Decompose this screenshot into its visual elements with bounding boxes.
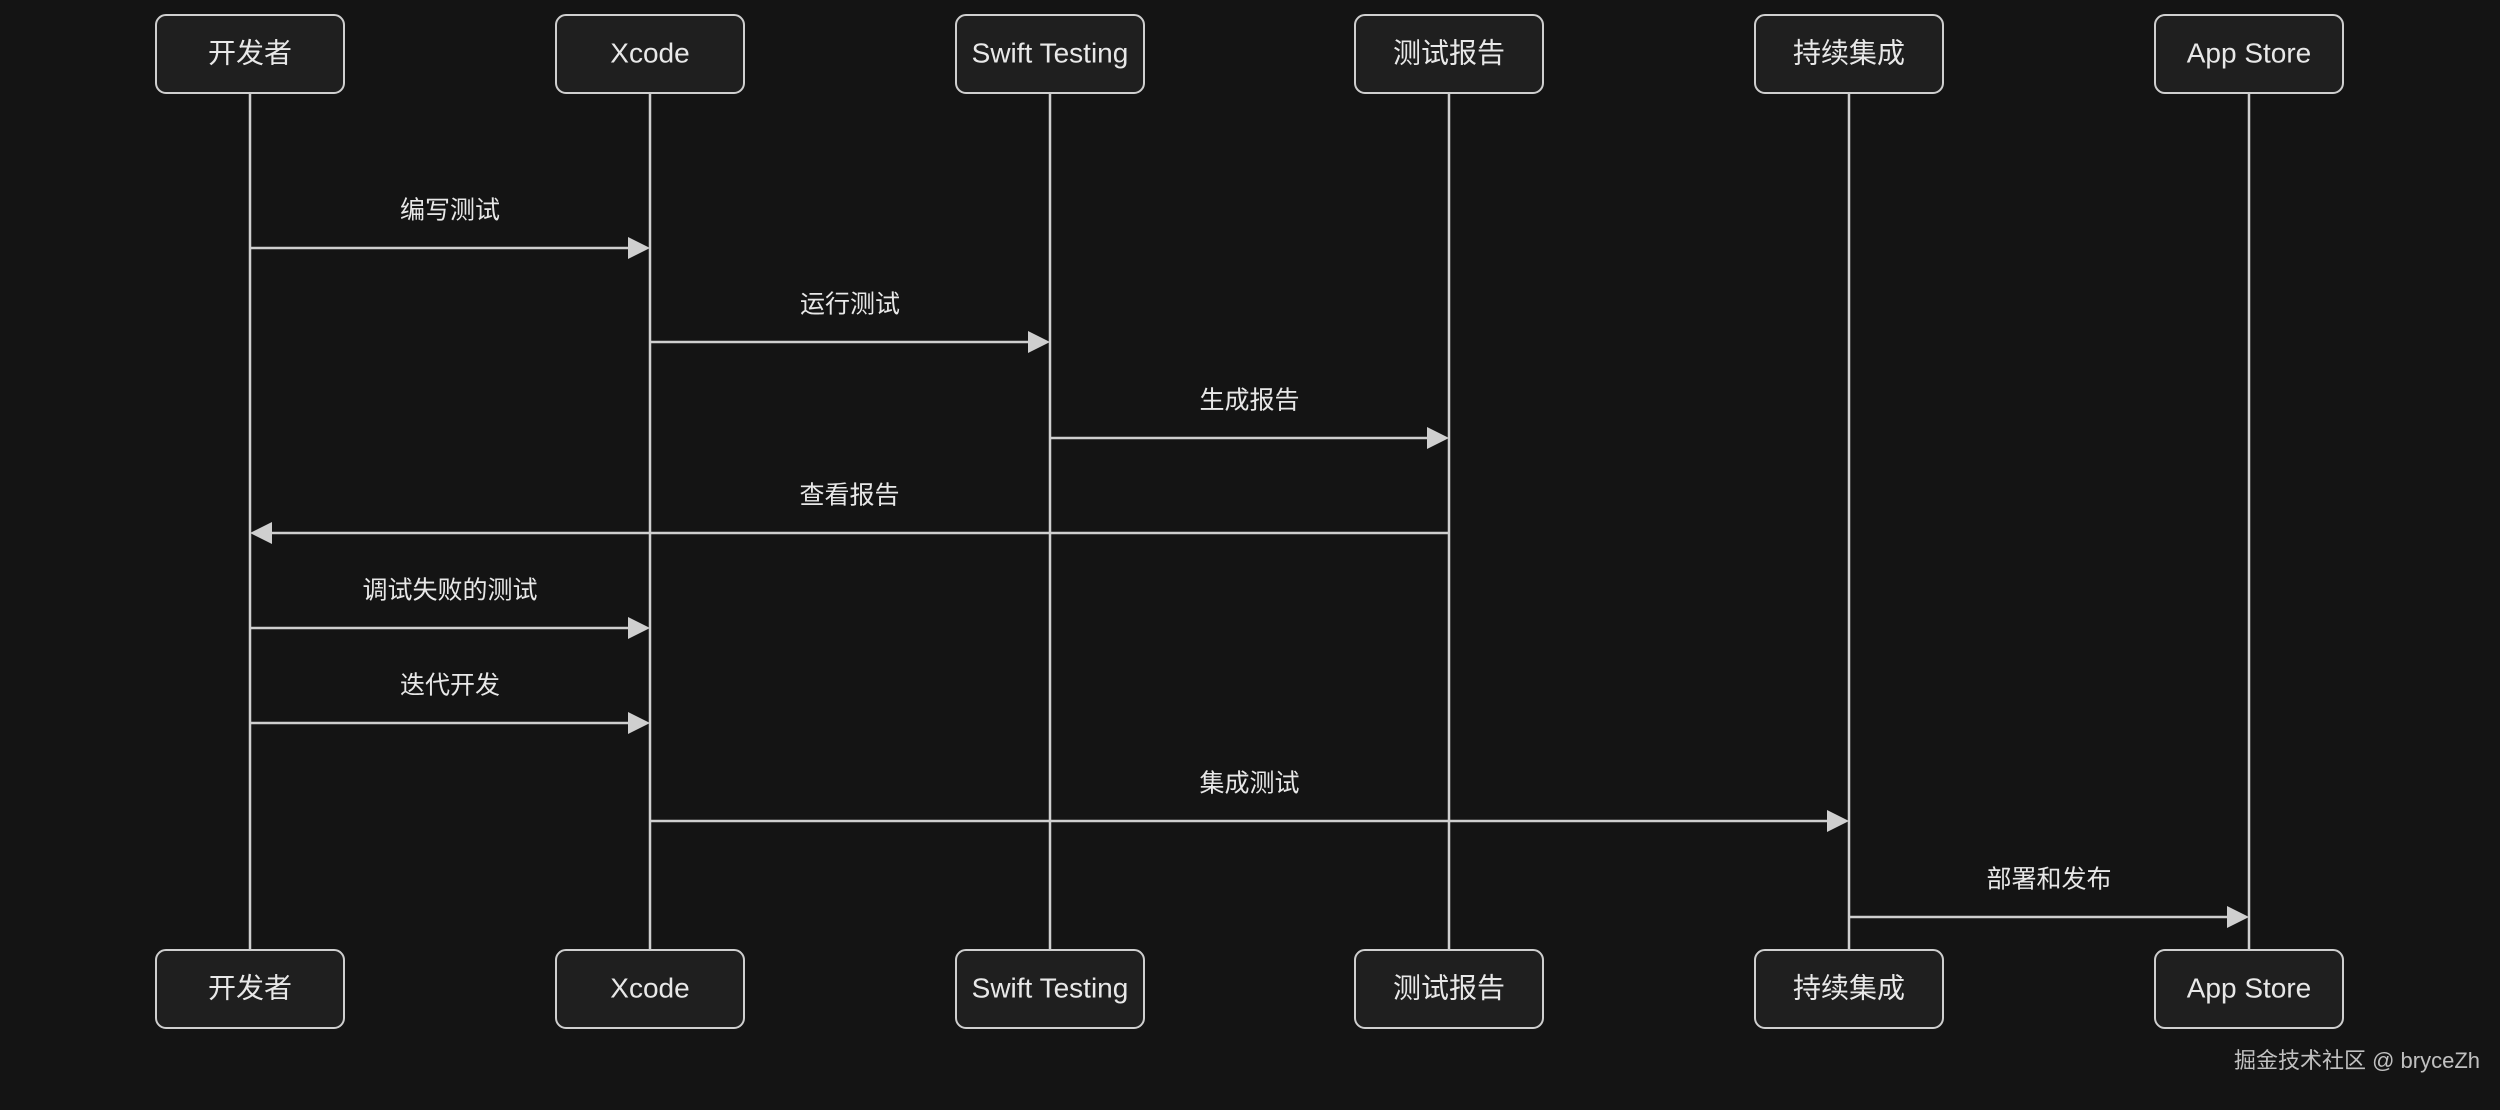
- message-label: 调试失败的测试: [362, 577, 537, 605]
- participant-box: [1354, 14, 1544, 94]
- participant-label: 开发者: [208, 37, 292, 68]
- participant-box: [555, 949, 745, 1029]
- participant-box: [1754, 949, 1944, 1029]
- message-m5[interactable]: 调试失败的测试: [250, 577, 650, 639]
- message-arrowhead: [628, 712, 650, 734]
- watermark-label: 掘金技术社区 @ bryceZh: [2234, 1048, 2480, 1073]
- participant-label: 测试报告: [1393, 972, 1505, 1003]
- message-label: 部署和发布: [1986, 866, 2111, 894]
- message-label: 集成测试: [1199, 770, 1299, 798]
- participant-top-developer[interactable]: 开发者: [155, 14, 345, 94]
- participant-box: [155, 14, 345, 94]
- message-arrowhead: [1827, 810, 1849, 832]
- message-m7[interactable]: 集成测试: [650, 770, 1849, 832]
- participant-label: 测试报告: [1393, 37, 1505, 68]
- message-label: 编写测试: [400, 197, 500, 225]
- participant-label: 开发者: [208, 972, 292, 1003]
- message-arrowhead: [250, 522, 272, 544]
- participant-box: [1354, 949, 1544, 1029]
- participant-box: [955, 949, 1145, 1029]
- participant-bottom-appstore[interactable]: App Store: [2154, 949, 2344, 1029]
- participant-box: [1754, 14, 1944, 94]
- participant-box: [2154, 949, 2344, 1029]
- message-label: 迭代开发: [400, 672, 500, 700]
- participant-top-xcode[interactable]: Xcode: [555, 14, 745, 94]
- participant-label: 持续集成: [1793, 37, 1905, 68]
- message-m6[interactable]: 迭代开发: [250, 672, 650, 734]
- participant-label: Xcode: [610, 972, 689, 1003]
- message-arrowhead: [2227, 906, 2249, 928]
- participant-label: Swift Testing: [972, 37, 1129, 68]
- message-arrowhead: [628, 617, 650, 639]
- participant-box: [155, 949, 345, 1029]
- message-arrowhead: [1427, 427, 1449, 449]
- lifelines-layer: [248, 93, 2251, 950]
- message-m2[interactable]: 运行测试: [650, 291, 1050, 353]
- participant-bottom-ci[interactable]: 持续集成: [1754, 949, 1944, 1029]
- message-label: 运行测试: [800, 291, 900, 319]
- participant-top-ci[interactable]: 持续集成: [1754, 14, 1944, 94]
- participant-box: [2154, 14, 2344, 94]
- message-label: 生成报告: [1199, 387, 1299, 415]
- message-arrowhead: [628, 237, 650, 259]
- message-m8[interactable]: 部署和发布: [1849, 866, 2249, 928]
- message-arrowhead: [1028, 331, 1050, 353]
- participant-top-swifttesting[interactable]: Swift Testing: [955, 14, 1145, 94]
- participant-bottom-testreport[interactable]: 测试报告: [1354, 949, 1544, 1029]
- participant-label: 持续集成: [1793, 972, 1905, 1003]
- message-m1[interactable]: 编写测试: [250, 197, 650, 259]
- message-label: 查看报告: [799, 482, 899, 510]
- participant-bottom-xcode[interactable]: Xcode: [555, 949, 745, 1029]
- participant-bottom-developer[interactable]: 开发者: [155, 949, 345, 1029]
- participant-label: App Store: [2187, 972, 2312, 1003]
- participant-label: Xcode: [610, 37, 689, 68]
- participant-box: [555, 14, 745, 94]
- participant-label: Swift Testing: [972, 972, 1129, 1003]
- participant-box: [955, 14, 1145, 94]
- message-m3[interactable]: 生成报告: [1050, 387, 1449, 449]
- participant-label: App Store: [2187, 37, 2312, 68]
- participant-top-testreport[interactable]: 测试报告: [1354, 14, 1544, 94]
- top-participant-boxes: 开发者 Xcode Swift Testing 测试报告 持续集成 App Store: [155, 14, 2344, 94]
- participant-bottom-swifttesting[interactable]: Swift Testing: [955, 949, 1145, 1029]
- message-m4[interactable]: 查看报告: [250, 482, 1449, 544]
- participant-top-appstore[interactable]: App Store: [2154, 14, 2344, 94]
- bottom-participant-boxes: 开发者 Xcode Swift Testing 测试报告 持续集成 App Store: [155, 949, 2344, 1029]
